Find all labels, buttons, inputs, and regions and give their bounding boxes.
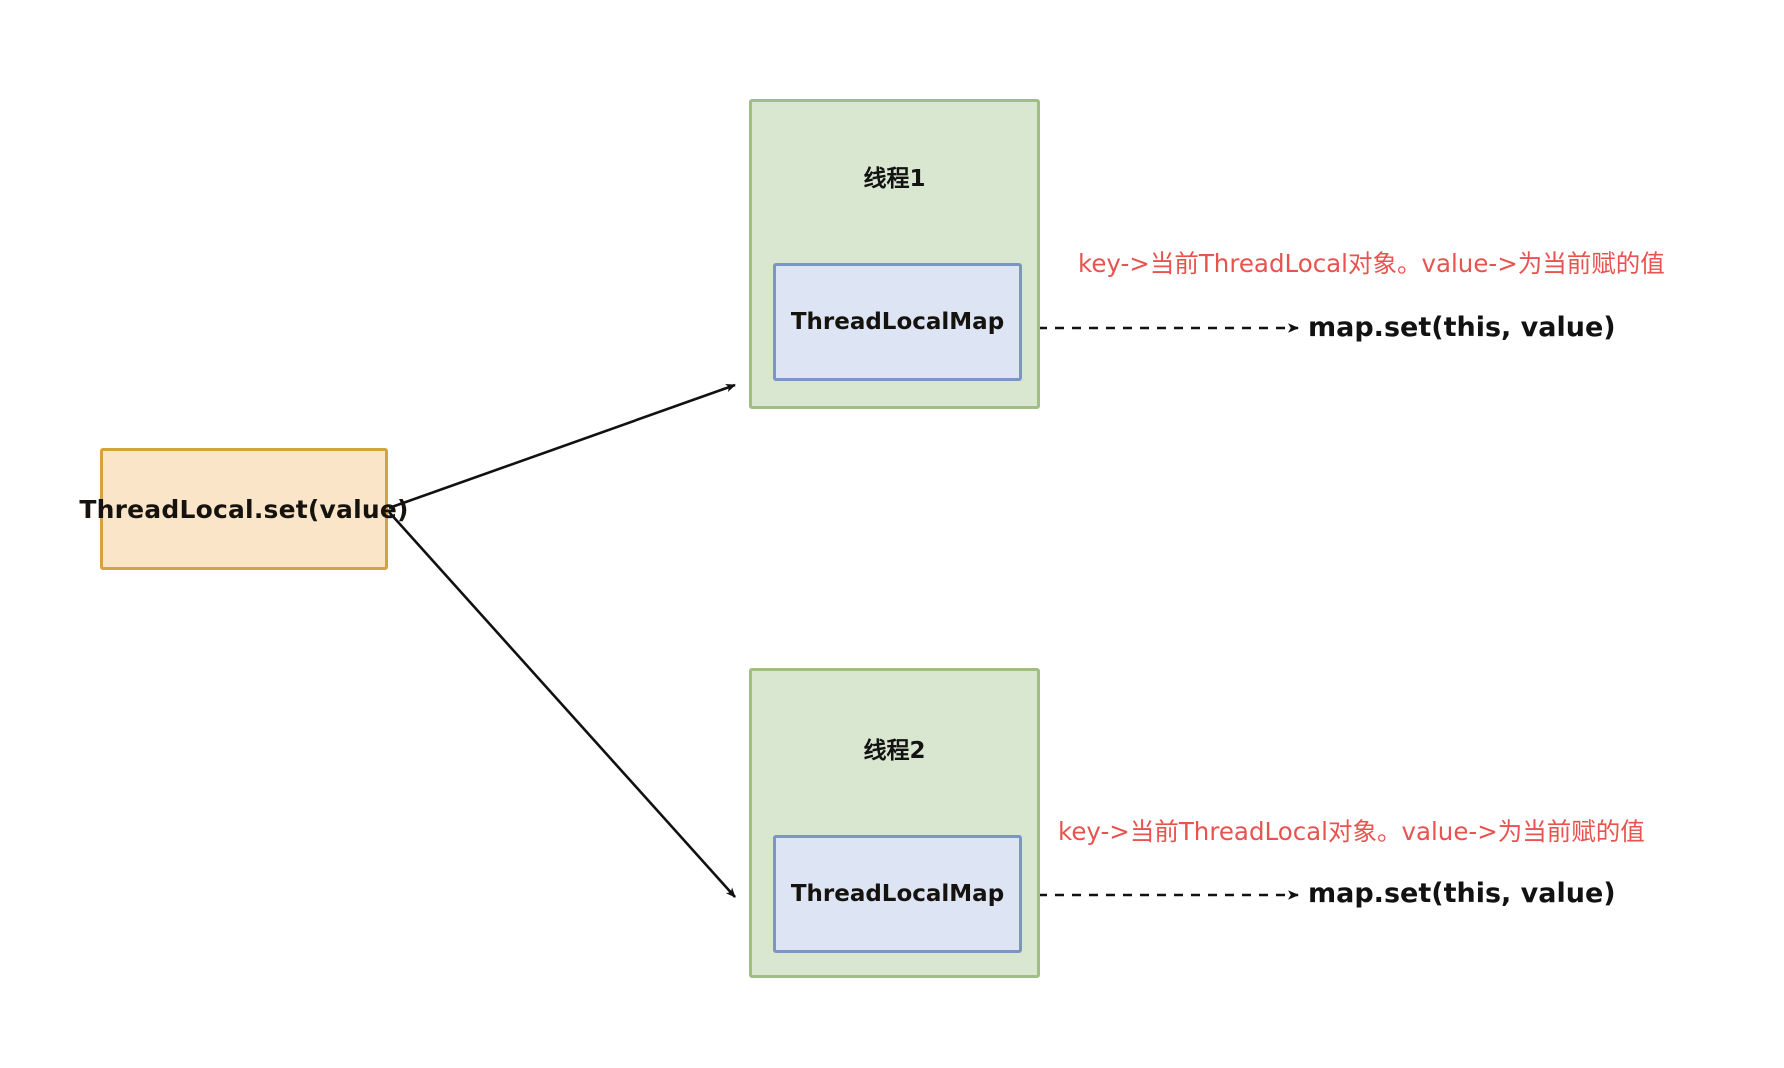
node-threadlocalmap-1[interactable]: ThreadLocalMap (773, 263, 1022, 381)
edge-source-to-thread2 (388, 511, 736, 898)
node-thread-2[interactable]: 线程2 ThreadLocalMap (749, 668, 1040, 978)
node-thread-1[interactable]: 线程1 ThreadLocalMap (749, 99, 1040, 409)
annotation-key-value-1: key->当前ThreadLocal对象。value->为当前赋的值 (1078, 249, 1665, 278)
node-threadlocalmap-2[interactable]: ThreadLocalMap (773, 835, 1022, 953)
node-threadlocalmap-2-label: ThreadLocalMap (790, 881, 1005, 907)
node-threadlocal-set-label: ThreadLocal.set(value) (79, 494, 409, 524)
annotation-map-set-2: map.set(this, value) (1308, 878, 1616, 909)
edge-source-to-thread1 (388, 383, 736, 510)
node-threadlocal-set[interactable]: ThreadLocal.set(value) (79, 448, 408, 570)
node-threadlocalmap-1-label: ThreadLocalMap (790, 309, 1005, 335)
annotation-key-value-2: key->当前ThreadLocal对象。value->为当前赋的值 (1058, 817, 1645, 846)
node-thread-2-label: 线程2 (863, 738, 926, 764)
annotation-map-set-1: map.set(this, value) (1308, 312, 1616, 343)
node-thread-1-label: 线程1 (863, 166, 926, 192)
